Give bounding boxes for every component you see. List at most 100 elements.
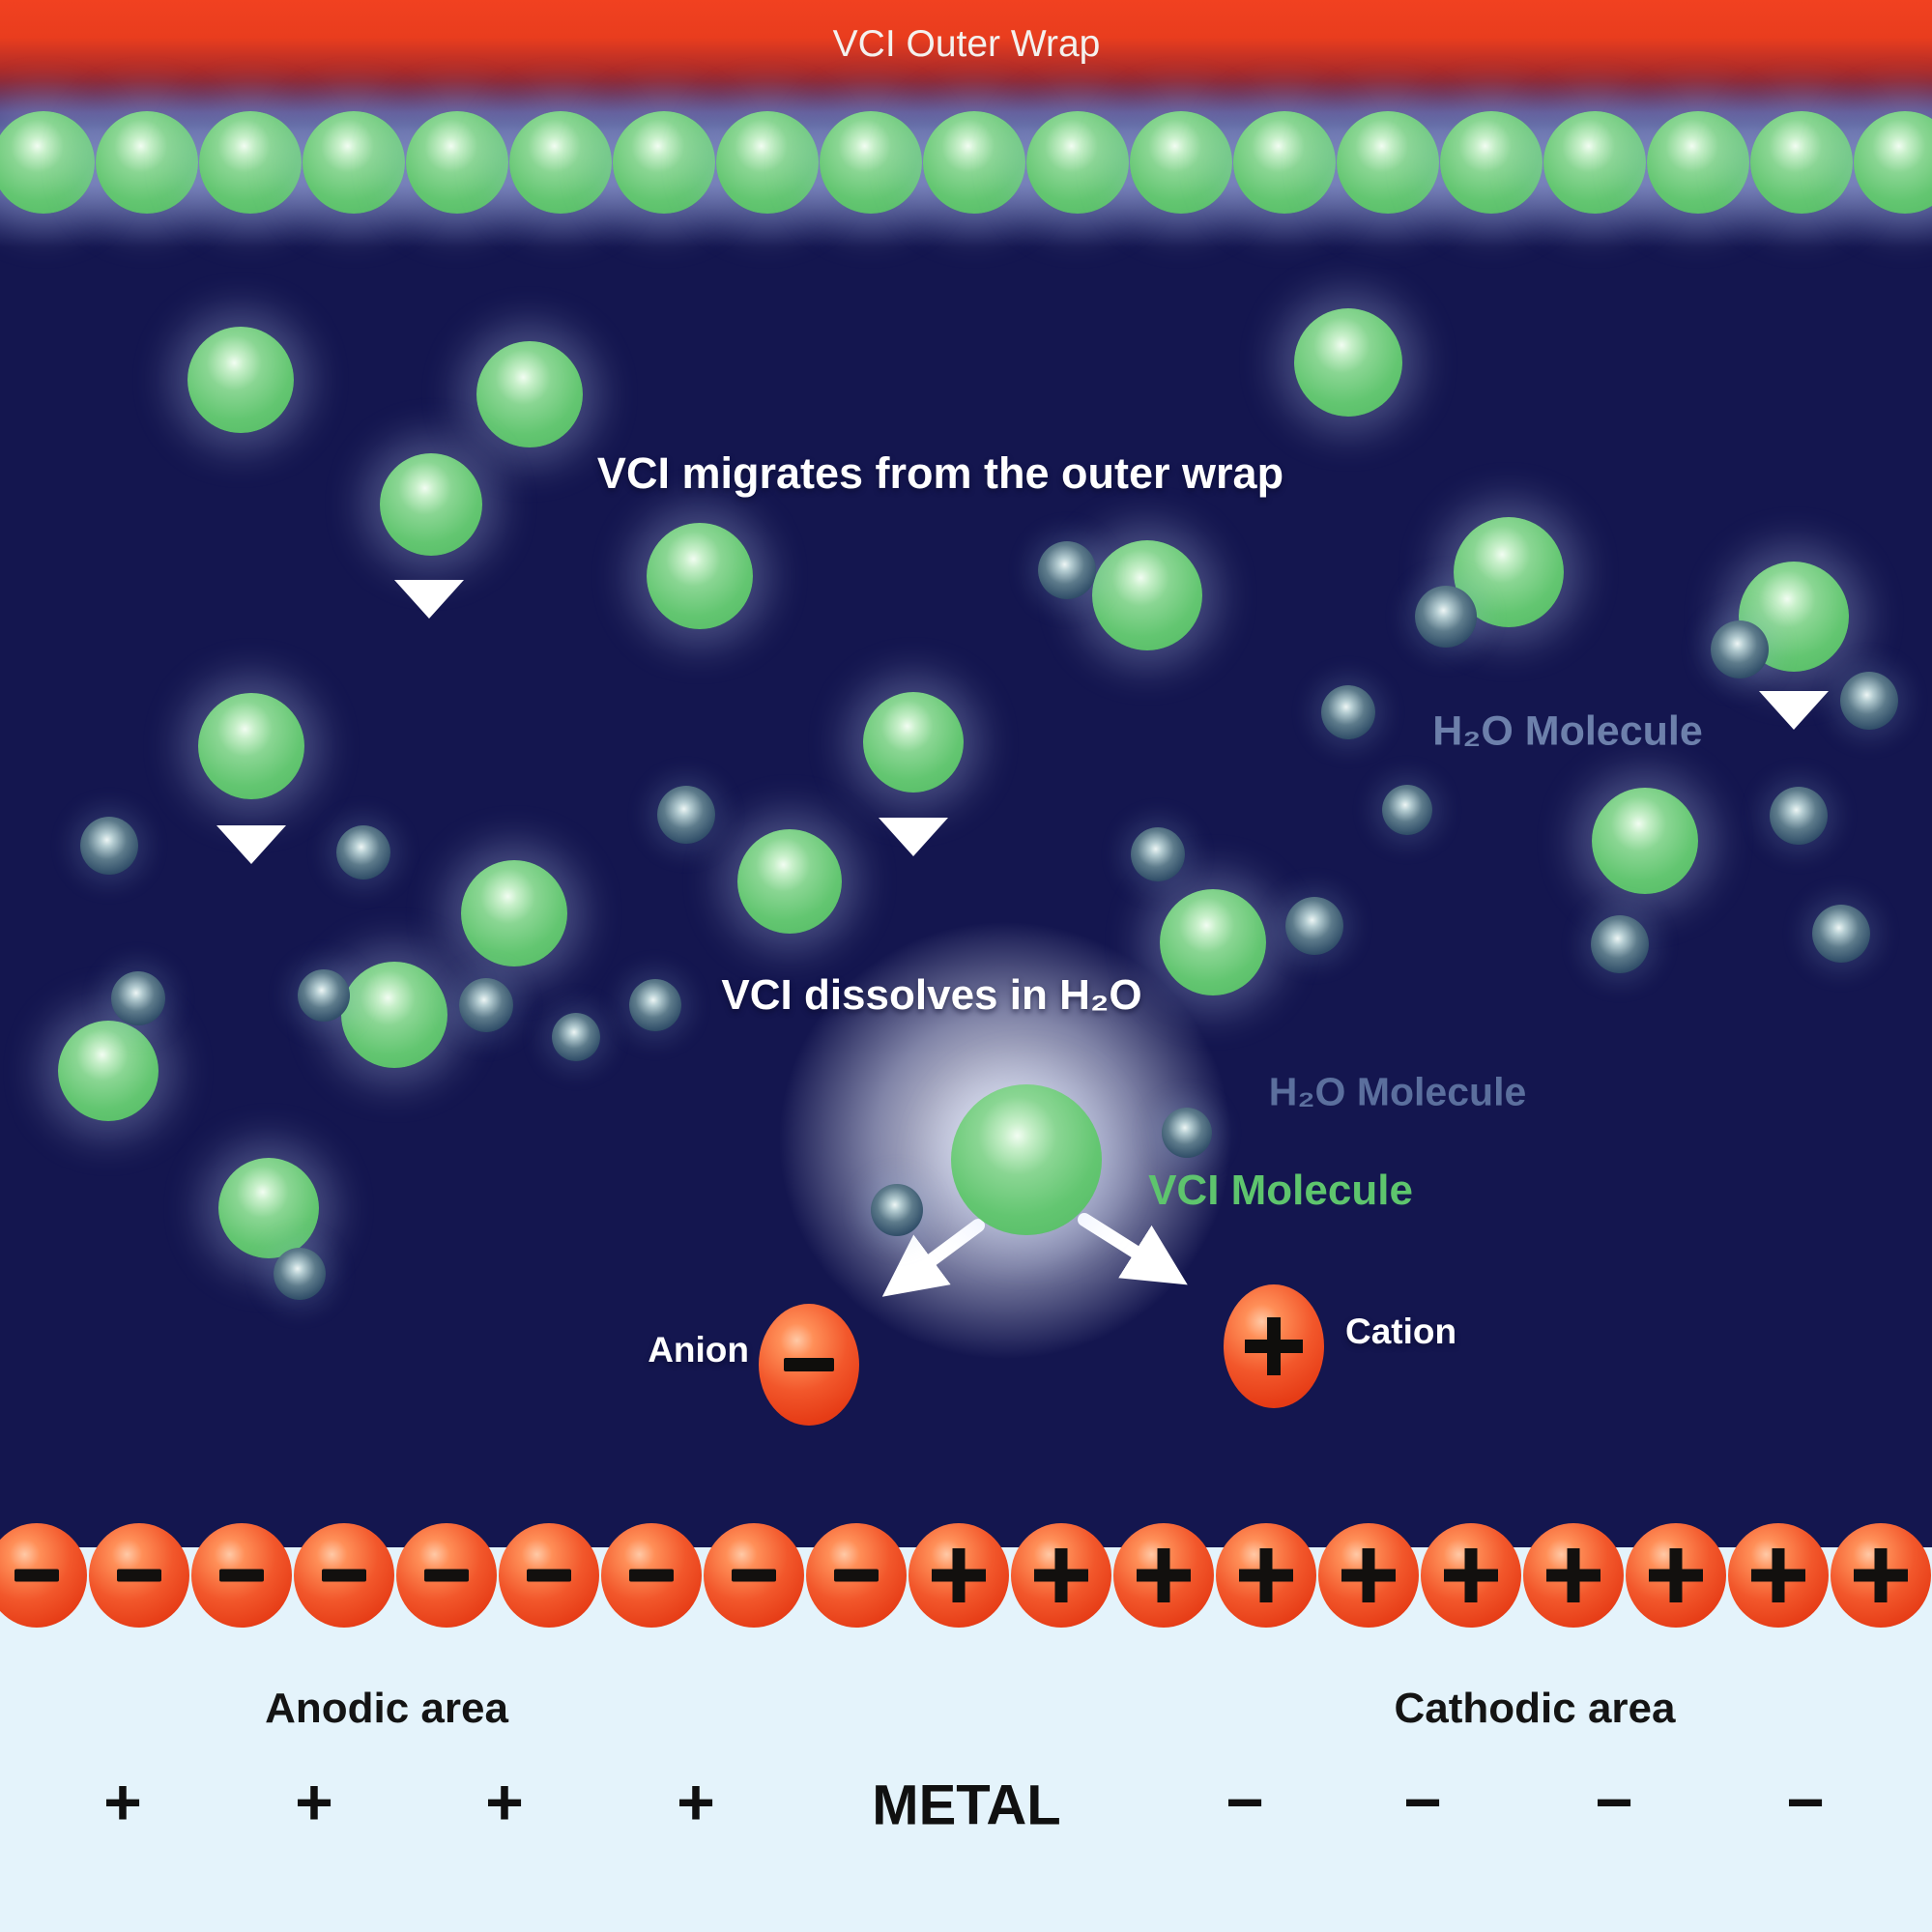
vci-sphere-top-row: [0, 111, 95, 214]
vci-sphere-top-row: [716, 111, 819, 214]
dissolves-label: VCI dissolves in H₂O: [721, 971, 1142, 1019]
h2o-molecule: [336, 825, 390, 879]
vci-sphere-top-row: [1750, 111, 1853, 214]
vci-sphere-top-row: [1440, 111, 1543, 214]
minus-sign: [117, 1569, 161, 1582]
minus-sign: [834, 1569, 879, 1582]
plus-sign: [1239, 1548, 1293, 1602]
vci-sphere-top-row: [1337, 111, 1439, 214]
cation-label: Cation: [1345, 1312, 1457, 1351]
minus-sign: [732, 1569, 776, 1582]
wrap-title: VCI Outer Wrap: [832, 23, 1101, 65]
h2o-molecule: [552, 1013, 600, 1061]
vci-molecule: [380, 453, 482, 556]
anion-arrow: [881, 1219, 985, 1297]
h2o-molecule: [459, 978, 513, 1032]
minus-sign: [629, 1569, 674, 1582]
minus-sign: [219, 1569, 264, 1582]
anodic-area-label: Anodic area: [265, 1685, 508, 1732]
vci-sphere-top-row: [96, 111, 198, 214]
dissociation-arrows: [881, 1213, 1188, 1297]
anodic-plus-sign: +: [677, 1766, 715, 1839]
h2o-molecule: [1382, 785, 1432, 835]
plus-sign: [1649, 1548, 1703, 1602]
metal-ion-positive: [908, 1523, 1009, 1628]
vci-sphere-top-row: [1647, 111, 1749, 214]
vci-molecule-label: VCI Molecule: [1148, 1167, 1413, 1214]
h2o-molecule-label-upper: H₂O Molecule: [1432, 707, 1703, 755]
anion-sphere: [759, 1304, 859, 1426]
cathodic-minus-sign: −: [1786, 1766, 1825, 1839]
metal-ion-positive: [1831, 1523, 1931, 1628]
vci-molecule: [647, 523, 753, 629]
vci-sphere-top-row: [613, 111, 715, 214]
h2o-molecule: [298, 969, 350, 1022]
anodic-plus-sign: +: [103, 1766, 142, 1839]
h2o-molecule: [629, 979, 681, 1031]
cathodic-minus-sign: −: [1403, 1766, 1442, 1839]
h2o-molecule: [111, 971, 165, 1025]
metal-ion-negative: [396, 1523, 497, 1628]
cathodic-minus-sign: −: [1226, 1766, 1264, 1839]
vci-molecule: [198, 693, 304, 799]
h2o-molecule: [1591, 915, 1649, 973]
metal-ion-positive: [1011, 1523, 1111, 1628]
h2o-molecule: [871, 1184, 923, 1236]
cathodic-minus-sign: −: [1595, 1766, 1633, 1839]
minus-sign: [322, 1569, 366, 1582]
metal-ion-positive: [1216, 1523, 1316, 1628]
vci-sphere-top-row: [1854, 111, 1932, 214]
cation-arrow: [1078, 1213, 1188, 1285]
h2o-molecule: [1840, 672, 1898, 730]
h2o-molecule: [1038, 541, 1096, 599]
migration-arrow-triangle: [879, 818, 948, 856]
vci-molecule: [218, 1158, 319, 1258]
h2o-molecule: [1711, 620, 1769, 678]
minus-sign: [14, 1569, 59, 1582]
h2o-molecule: [1285, 897, 1343, 955]
h2o-molecule: [1131, 827, 1185, 881]
migrates-label: VCI migrates from the outer wrap: [596, 448, 1284, 498]
vci-sphere-top-row: [509, 111, 612, 214]
metal-ion-negative: [704, 1523, 804, 1628]
vci-molecule: [58, 1021, 159, 1121]
plus-sign: [1546, 1548, 1600, 1602]
metal-ion-positive: [1626, 1523, 1726, 1628]
vci-molecule: [341, 962, 447, 1068]
metal-ion-negative: [806, 1523, 907, 1628]
metal-ion-positive: [1728, 1523, 1829, 1628]
metal-ion-negative: [601, 1523, 702, 1628]
vci-sphere-top-row: [923, 111, 1025, 214]
minus-sign: [424, 1569, 469, 1582]
plus-sign: [1137, 1548, 1191, 1602]
vci-molecule: [737, 829, 842, 934]
metal-ion-positive: [1421, 1523, 1521, 1628]
migration-arrow-triangle: [216, 825, 286, 864]
metal-ion-positive: [1523, 1523, 1624, 1628]
plus-sign: [1444, 1548, 1498, 1602]
vci-molecule: [187, 327, 294, 433]
vci-sphere-top-row: [820, 111, 922, 214]
h2o-molecule: [274, 1248, 326, 1300]
vci-sphere-top-row: [303, 111, 405, 214]
cathodic-area-label: Cathodic area: [1394, 1685, 1676, 1732]
h2o-molecule: [657, 786, 715, 844]
vci-molecule: [461, 860, 567, 966]
vci-sphere-top-row: [1026, 111, 1129, 214]
migration-arrow-triangle: [1759, 691, 1829, 730]
vci-sphere-top-row: [406, 111, 508, 214]
plus-sign: [1034, 1548, 1088, 1602]
vci-molecule: [863, 692, 964, 793]
anodic-plus-sign: +: [485, 1766, 524, 1839]
vci-molecule-featured: [951, 1084, 1102, 1235]
metal-ion-positive: [1318, 1523, 1419, 1628]
h2o-molecule: [1812, 905, 1870, 963]
anion-label: Anion: [648, 1330, 749, 1370]
h2o-molecule: [1162, 1108, 1212, 1158]
metal-ion-negative: [294, 1523, 394, 1628]
h2o-molecule: [80, 817, 138, 875]
vci-sphere-top-row: [199, 111, 302, 214]
vci-sphere-top-row: [1233, 111, 1336, 214]
plus-sign: [1245, 1317, 1303, 1375]
vci-sphere-top-row: [1130, 111, 1232, 214]
